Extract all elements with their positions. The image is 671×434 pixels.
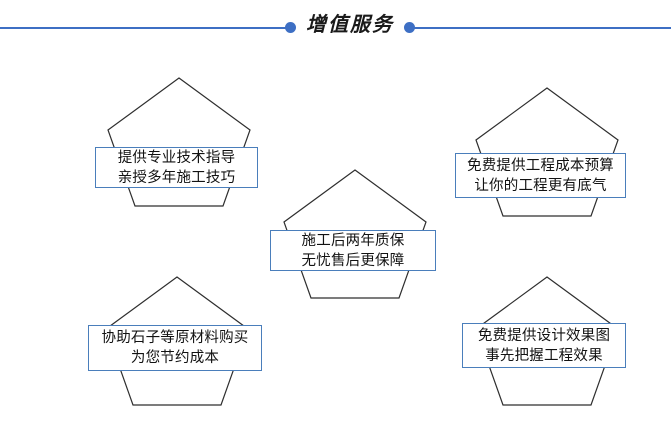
card-line-2: 无忧售后更保障 [301, 252, 405, 269]
value-card-design-rendering: 免费提供设计效果图 事先把握工程效果 [462, 271, 626, 411]
pentagon-outline-icon [107, 77, 251, 207]
card-line-2: 亲授多年施工技巧 [117, 169, 236, 186]
bullet-dot-icon-left [285, 22, 296, 33]
card-textbox: 协助石子等原材料购买 为您节约成本 [88, 325, 262, 371]
header-rule-left [0, 27, 288, 29]
value-card-two-year-warranty: 施工后两年质保 无忧售后更保障 [270, 164, 436, 304]
card-line-1: 提供专业技术指导 [117, 149, 236, 166]
bullet-dot-icon-right [404, 22, 415, 33]
card-line-2: 为您节约成本 [130, 350, 220, 366]
card-line-1: 协助石子等原材料购买 [101, 330, 249, 346]
card-textbox: 提供专业技术指导 亲授多年施工技巧 [95, 147, 258, 188]
card-textbox: 免费提供设计效果图 事先把握工程效果 [462, 323, 626, 368]
card-line-1: 施工后两年质保 [301, 232, 405, 249]
card-line-1: 免费提供设计效果图 [477, 327, 611, 344]
card-line-2: 让你的工程更有底气 [474, 177, 607, 194]
page-title: 增值服务 [306, 12, 394, 36]
header-rule-right [410, 27, 671, 29]
value-card-cost-budget: 免费提供工程成本预算 让你的工程更有底气 [455, 82, 626, 222]
card-textbox: 免费提供工程成本预算 让你的工程更有底气 [455, 153, 626, 198]
pentagon-outline-icon [475, 87, 619, 217]
card-line-2: 事先把握工程效果 [485, 347, 603, 364]
card-textbox: 施工后两年质保 无忧售后更保障 [270, 230, 436, 271]
value-card-technical-guidance: 提供专业技术指导 亲授多年施工技巧 [95, 72, 258, 212]
value-card-material-purchase: 协助石子等原材料购买 为您节约成本 [88, 271, 262, 411]
header-band: 增值服务 [0, 0, 671, 56]
card-line-1: 免费提供工程成本预算 [467, 157, 614, 174]
